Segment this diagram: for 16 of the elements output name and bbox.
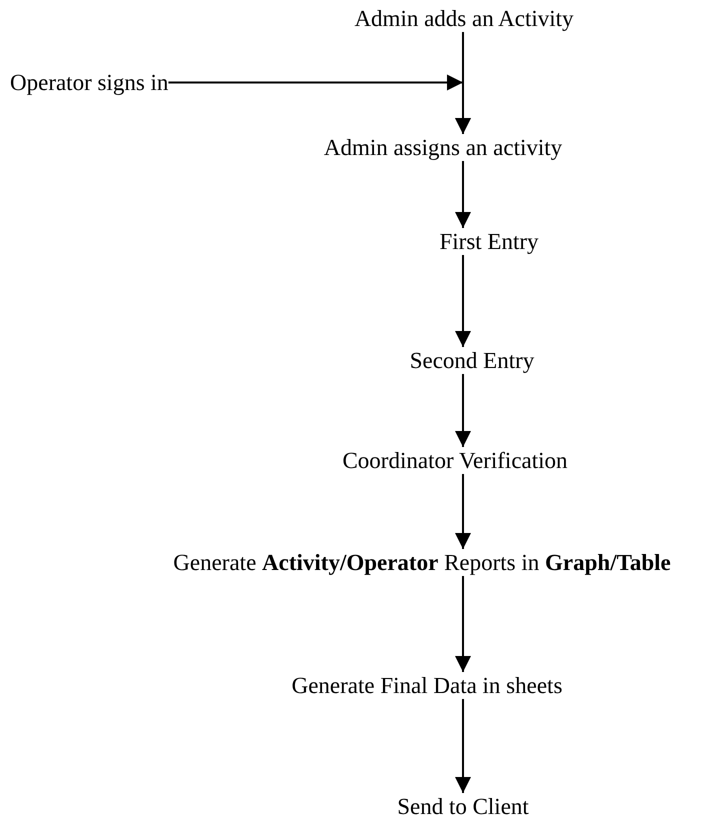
step-text: Second Entry xyxy=(410,347,534,374)
arrow xyxy=(455,255,471,347)
step-text: Coordinator Verification xyxy=(342,447,568,474)
step-text: Operator signs in xyxy=(10,69,168,96)
step-text: Send to Client xyxy=(397,793,529,820)
arrow xyxy=(455,374,471,447)
step-text: Admin adds an Activity xyxy=(354,5,574,32)
arrow xyxy=(168,74,471,134)
step-text: First Entry xyxy=(439,228,539,255)
arrow xyxy=(455,474,471,549)
arrow xyxy=(455,161,471,228)
step-text: Generate Activity/Operator Reports in Graph/Table xyxy=(173,549,671,576)
step-text: Admin assigns an activity xyxy=(324,134,562,161)
arrow xyxy=(455,699,471,793)
arrow xyxy=(455,576,471,672)
step-text: Generate Final Data in sheets xyxy=(292,672,562,699)
